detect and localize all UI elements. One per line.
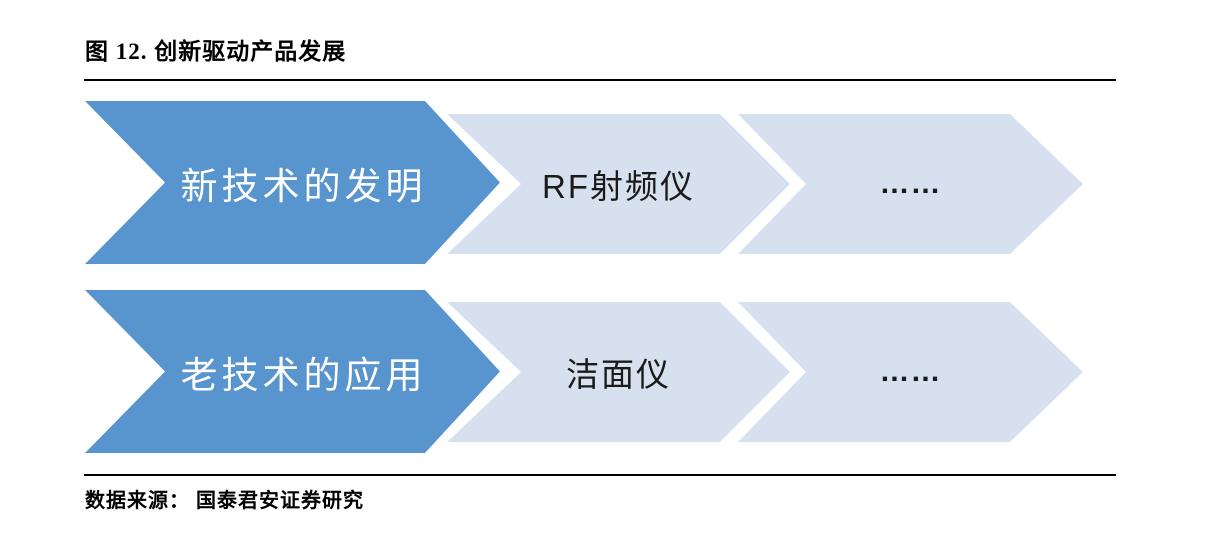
example-label: RF射频仪 xyxy=(542,168,695,205)
data-source: 数据来源： 国泰君安证券研究 xyxy=(85,490,364,512)
stage-label: 新技术的发明 xyxy=(180,166,427,208)
chevron-stage-old-tech: 老技术的应用 xyxy=(85,290,500,453)
chevron-stage-new-tech: 新技术的发明 xyxy=(85,101,500,264)
source-rule xyxy=(84,474,1116,476)
stage-label: 老技术的应用 xyxy=(180,355,427,397)
figure-title: 图 12. 创新驱动产品发展 xyxy=(85,39,347,64)
title-rule xyxy=(84,79,1116,81)
chevron-more-row2: …… xyxy=(738,302,1083,442)
example-label: 洁面仪 xyxy=(566,356,671,393)
ellipsis-label: …… xyxy=(879,355,942,388)
ellipsis-label: …… xyxy=(879,167,942,200)
